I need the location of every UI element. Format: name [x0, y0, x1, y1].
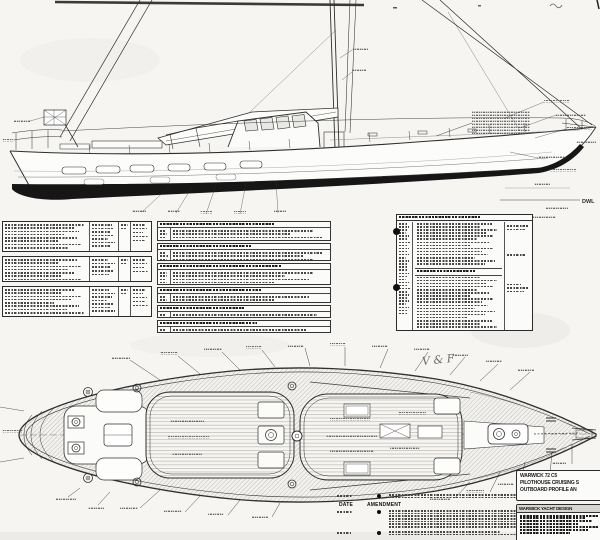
- waterline: DWL: [500, 187, 595, 205]
- windlass: [487, 423, 529, 445]
- amendment-header: AMENDMENT: [367, 502, 402, 508]
- hole-punch-mark: [393, 228, 400, 235]
- firm-name: WARWICK YACHT DESIGN: [517, 505, 600, 513]
- spec-table-left-block2: [2, 256, 152, 282]
- amendment-marker-dot: [377, 494, 381, 498]
- winches: [71, 381, 297, 489]
- handwritten-note: V & F: [421, 352, 455, 368]
- hole-punch-mark: [393, 284, 400, 291]
- anchor-roller: [571, 427, 597, 441]
- hull-profile: [9, 126, 597, 200]
- portlights: [61, 160, 263, 186]
- aft-cabin-top: [145, 391, 295, 479]
- equipment-table-right: [393, 214, 533, 331]
- spec-table-left: [2, 221, 152, 317]
- title-line-2: PILOTHOUSE CRUISING S: [520, 480, 579, 486]
- amendment-date-header: DATE: [339, 502, 354, 508]
- waterline-label: DWL: [582, 199, 595, 205]
- title-block: WARWICK 72 C5 PILOTHOUSE CRUISING S OUTB…: [516, 470, 600, 540]
- title-line-3: OUTBOARD PROFILE AN: [520, 487, 577, 493]
- title-block-firm: WARWICK YACHT DESIGN: [516, 504, 600, 540]
- ensign-flag: [43, 109, 79, 148]
- spec-table-left-block1: [2, 221, 152, 252]
- amendment-table: DATE AMENDMENT: [331, 493, 600, 540]
- hull-underbody-shading: [12, 144, 584, 200]
- title-block-model: WARWICK 72 C5 PILOTHOUSE CRUISING S OUTB…: [516, 470, 600, 501]
- deck-plan: V & F: [0, 343, 597, 518]
- amendment-marker-dot: [377, 510, 381, 514]
- pilothouse-roof: [291, 393, 463, 481]
- profile-view: DWL: [2, 0, 597, 218]
- bow-cleats: [546, 417, 556, 453]
- foredeck-gear: [433, 397, 597, 475]
- equipment-table-middle: [157, 221, 331, 335]
- title-line-1: WARWICK 72 C5: [520, 473, 558, 479]
- cockpit: [63, 389, 151, 481]
- amendment-marker-dot: [377, 531, 381, 535]
- profile-annotations: [2, 47, 596, 218]
- spec-table-left-block3: [2, 286, 152, 317]
